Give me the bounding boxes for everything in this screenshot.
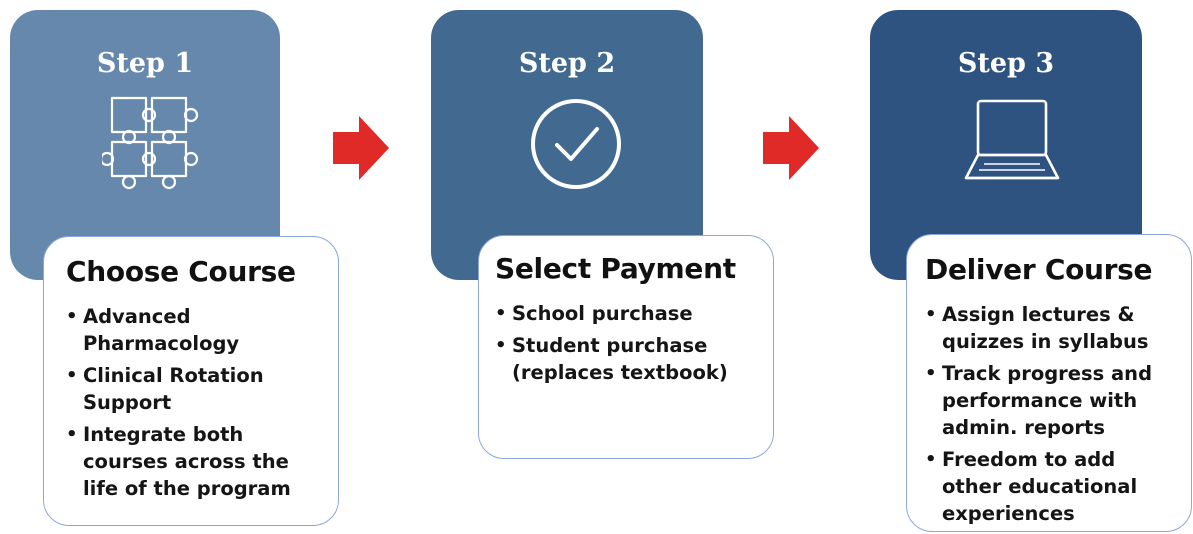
step-3-label: Step 3	[957, 48, 1055, 79]
right-arrow-icon	[333, 116, 389, 180]
step-2-card: Select Payment School purchase Student p…	[478, 235, 774, 459]
puzzle-icon	[102, 96, 199, 190]
step-1-card: Choose Course Advanced Pharmacology Clin…	[43, 236, 339, 526]
list-item: Freedom to add other educational experie…	[925, 446, 1179, 527]
list-item: Clinical Rotation Support	[66, 362, 320, 416]
list-item: Integrate both courses across the life o…	[66, 421, 320, 502]
list-item: Advanced Pharmacology	[66, 303, 320, 357]
step-1-card-title: Choose Course	[66, 255, 296, 288]
step-3-bullet-list: Assign lectures & quizzes in syllabus Tr…	[925, 301, 1179, 527]
step-2-bullet-list: School purchase Student purchase (replac…	[495, 300, 757, 386]
step-3-card-title: Deliver Course	[925, 253, 1153, 286]
check-circle-icon	[531, 99, 621, 189]
step-1-tile: Step 1	[10, 10, 280, 280]
list-item: School purchase	[495, 300, 757, 327]
right-arrow-icon	[763, 116, 819, 180]
laptop-icon	[964, 99, 1060, 180]
list-item: Student purchase (replaces textbook)	[495, 332, 757, 386]
step-3-card: Deliver Course Assign lectures & quizzes…	[906, 234, 1192, 532]
list-item: Track progress and performance with admi…	[925, 360, 1179, 441]
step-1-label: Step 1	[96, 48, 194, 79]
step-1-bullet-list: Advanced Pharmacology Clinical Rotation …	[66, 303, 320, 502]
step-2-card-title: Select Payment	[495, 252, 736, 285]
list-item: Assign lectures & quizzes in syllabus	[925, 301, 1179, 355]
step-2-label: Step 2	[518, 48, 616, 79]
